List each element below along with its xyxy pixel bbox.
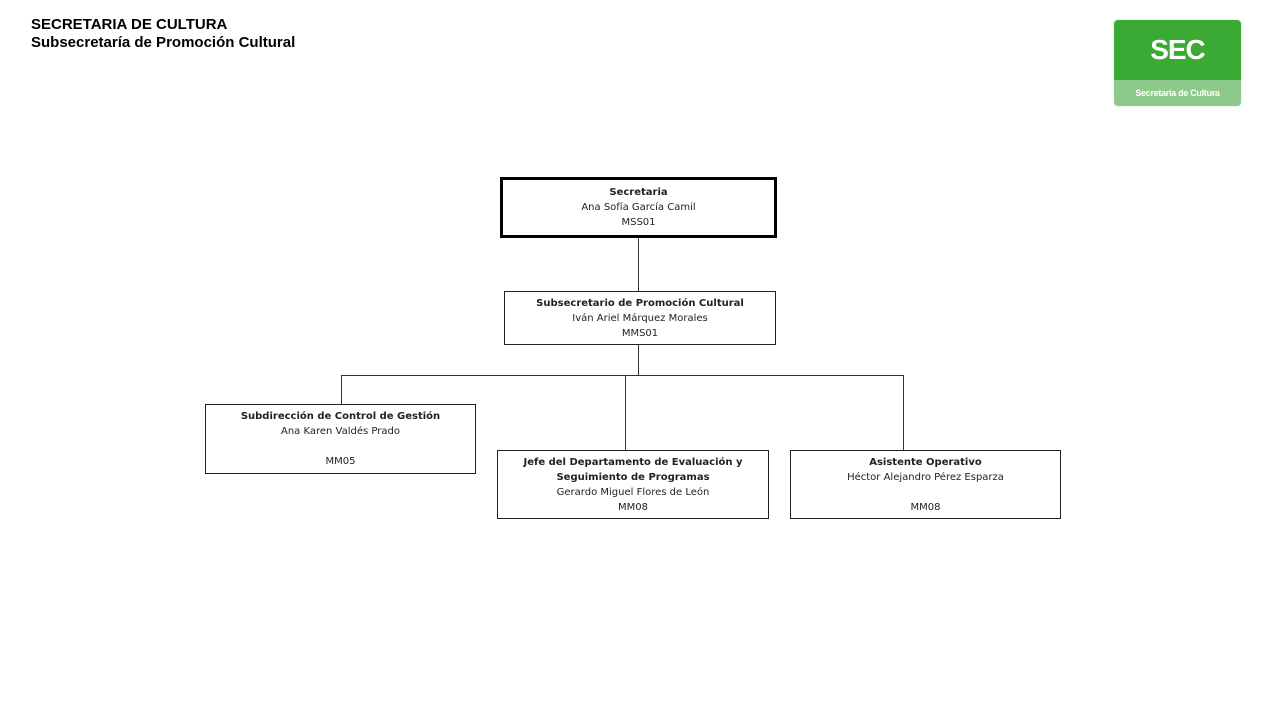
connector-bus-asistente	[903, 375, 904, 451]
box-title: Subsecretario de Promoción Cultural	[536, 297, 744, 309]
box-code: MMS01	[621, 327, 659, 339]
box-title-line1: Jefe del Departamento de Evaluación y	[523, 456, 743, 468]
box-title: Subdirección de Control de Gestión	[240, 411, 441, 422]
box-title-line2: Seguimiento de Programas	[556, 471, 710, 483]
connector-subsecretario-bus	[638, 344, 639, 375]
org-box-subsecretario: Subsecretario de Promoción Cultural Iván…	[504, 291, 776, 345]
logo-subtitle: Secretaría de Cultura	[1114, 80, 1241, 106]
org-box-secretaria: Secretaria Ana Sofía García Camil MSS01	[500, 177, 777, 238]
header-subtitle: Subsecretaría de Promoción Cultural	[31, 34, 296, 51]
box-code: MM08	[910, 501, 941, 513]
box-title: Asistente Operativo	[869, 456, 982, 468]
box-code: MM05	[325, 456, 356, 467]
header-title: SECRETARIA DE CULTURA	[31, 16, 228, 33]
connector-bus-jefe	[625, 375, 626, 451]
org-box-asistente-operativo: Asistente Operativo Héctor Alejandro Pér…	[790, 450, 1061, 519]
box-name: Héctor Alejandro Pérez Esparza	[847, 471, 1004, 483]
box-name: Gerardo Miguel Flores de León	[556, 486, 710, 498]
org-box-subdireccion: Subdirección de Control de Gestión Ana K…	[205, 404, 476, 474]
logo-acronym: SEC	[1114, 20, 1241, 80]
box-code: MSS01	[621, 217, 656, 228]
box-name: Ana Sofía García Camil	[581, 202, 696, 213]
connector-bus-subdireccion	[341, 375, 342, 405]
box-title: Secretaria	[609, 187, 668, 198]
connector-secretaria-subsecretario	[638, 237, 639, 292]
org-box-jefe-departamento: Jefe del Departamento de Evaluación y Se…	[497, 450, 769, 519]
box-code: MM08	[618, 501, 648, 513]
sec-logo: SEC Secretaría de Cultura	[1114, 20, 1241, 106]
connector-horizontal-bus	[341, 375, 904, 376]
box-name: Ana Karen Valdés Prado	[281, 426, 400, 437]
box-name: Iván Ariel Márquez Morales	[572, 312, 708, 324]
page-header: SECRETARIA DE CULTURA Subsecretaría de P…	[31, 16, 295, 52]
